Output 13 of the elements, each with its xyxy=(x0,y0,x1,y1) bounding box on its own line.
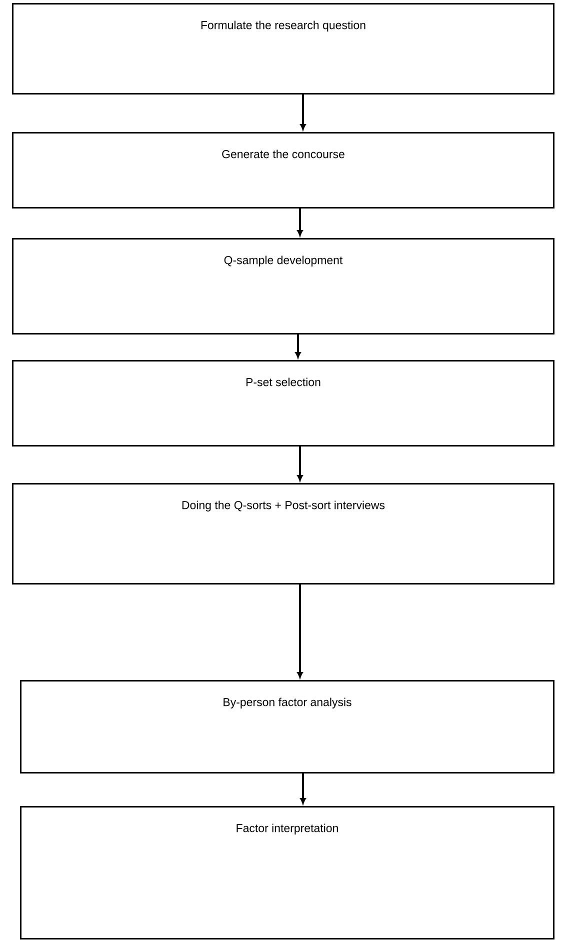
arrow xyxy=(297,208,303,236)
arrow xyxy=(297,584,303,678)
arrow xyxy=(300,774,306,804)
process-box: Generate the concourse xyxy=(12,132,554,208)
process-box: Doing the Q-sorts + Post-sort interviews xyxy=(12,483,554,584)
process-box: Q-sample development xyxy=(12,238,554,334)
arrow xyxy=(300,94,306,130)
process-box: P-set selection xyxy=(12,360,554,446)
process-box: Formulate the research question xyxy=(12,3,554,94)
arrow xyxy=(295,334,301,358)
process-box: Factor interpretation xyxy=(20,806,554,940)
process-box: By-person factor analysis xyxy=(20,680,554,774)
arrow xyxy=(297,446,303,481)
